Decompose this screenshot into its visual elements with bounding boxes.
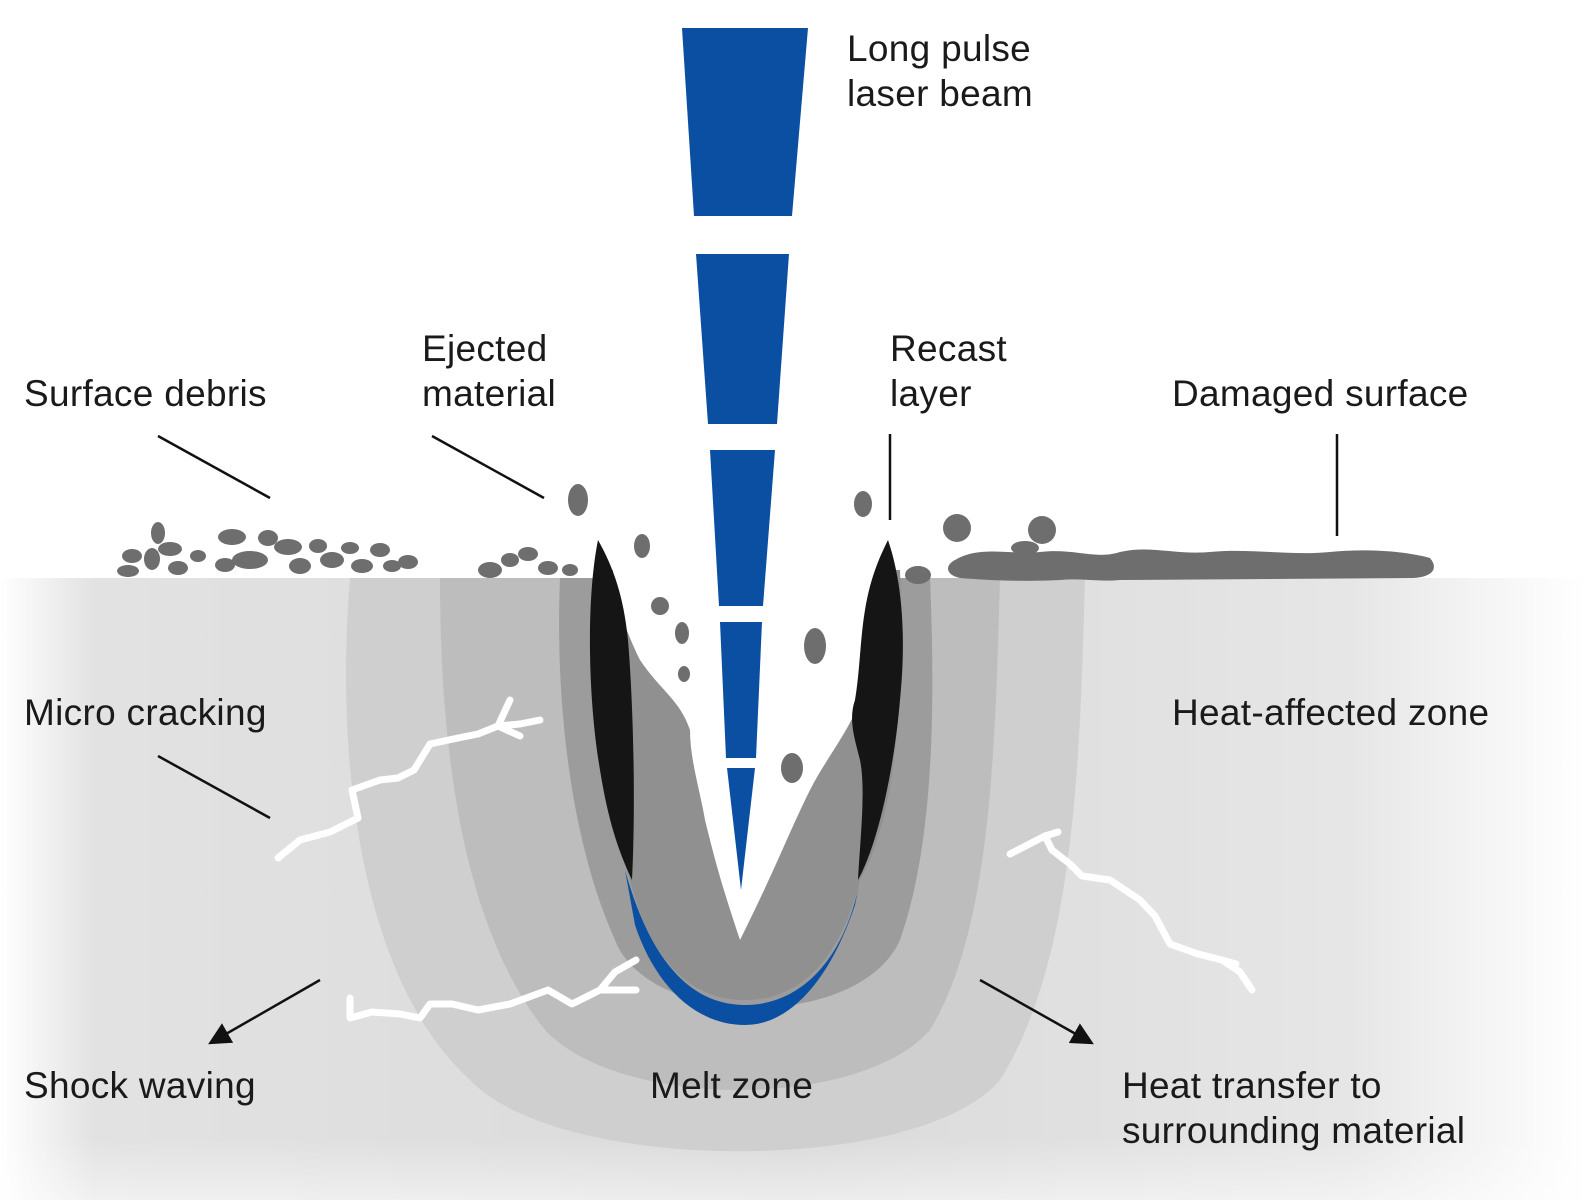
label-heat-transfer-line2: surrounding material	[1122, 1110, 1466, 1151]
recast-layer-left	[589, 540, 634, 880]
surface-debris	[117, 484, 872, 783]
debris-blob	[1028, 516, 1056, 544]
label-melt-zone: Melt zone	[650, 1065, 814, 1106]
label-ejected-material: Ejected material	[422, 326, 556, 416]
label-shock-waving: Shock waving	[24, 1065, 256, 1106]
label-recast-layer: Recast layer	[890, 326, 1007, 416]
label-damaged-surface: Damaged surface	[1172, 373, 1469, 414]
label-heat-transfer-line1: Heat transfer to	[1122, 1065, 1382, 1106]
laser-beam	[682, 28, 808, 890]
damaged-surface	[948, 549, 1434, 581]
label-recast-layer-line2: layer	[890, 373, 972, 414]
label-laser-beam-line1: Long pulse	[847, 28, 1032, 69]
debris-blob	[943, 514, 971, 542]
label-ejected-material-line2: material	[422, 373, 556, 414]
label-ejected-material-line1: Ejected	[422, 328, 548, 369]
heat-transfer-arrow	[979, 978, 1094, 1045]
label-surface-debris: Surface debris	[24, 373, 267, 414]
micro-cracks	[274, 696, 1256, 1022]
leader-lines	[157, 434, 1339, 820]
label-heat-transfer: Heat transfer to surrounding material	[1122, 1063, 1465, 1153]
leader-ejected-material	[431, 434, 545, 500]
label-laser-beam-line2: laser beam	[847, 73, 1034, 114]
shock-wave-arrow	[208, 978, 321, 1045]
debris-blob	[905, 566, 931, 584]
label-heat-affected-zone: Heat-affected zone	[1172, 692, 1490, 733]
label-laser-beam: Long pulse laser beam	[847, 26, 1033, 116]
recast-layer-right	[852, 540, 903, 880]
debris-blob	[1011, 541, 1039, 555]
label-recast-layer-line1: Recast	[890, 328, 1007, 369]
label-micro-cracking: Micro cracking	[24, 692, 267, 733]
leader-micro-cracking	[157, 754, 271, 820]
leader-surface-debris	[157, 434, 271, 500]
melt-blue-band	[625, 870, 860, 1025]
